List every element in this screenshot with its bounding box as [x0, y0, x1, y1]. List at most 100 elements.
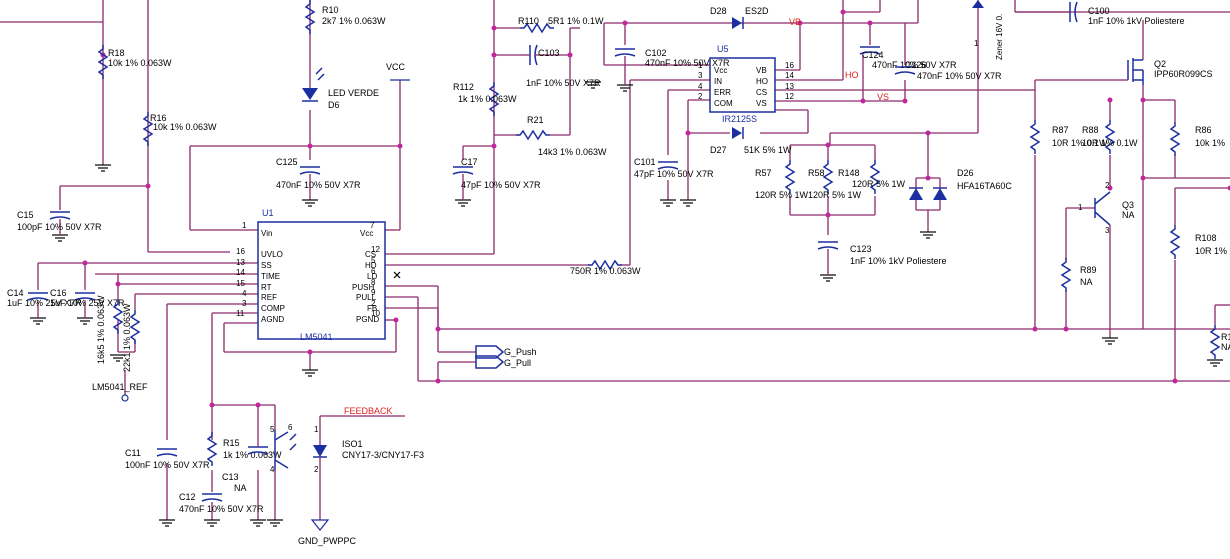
u5-pin-vb: VB: [756, 66, 767, 75]
resistor-r108[interactable]: R108 10R 1%: [1170, 224, 1227, 260]
r148-value: 120R 5% 1W: [852, 179, 906, 189]
c124-ref: C124: [862, 50, 884, 60]
capacitor-c14[interactable]: C14 1uF 10% 25V X7R: [7, 288, 82, 318]
resistor-r148[interactable]: R148 120R 5% 1W: [838, 159, 906, 195]
c125-value: 470nF 10% 50V X7R: [276, 180, 361, 190]
capacitor-c11[interactable]: C11 100nF 10% 50V X7R: [125, 448, 210, 470]
resistor-r1-partial[interactable]: R1 NA: [1210, 324, 1230, 360]
c17-ref: C17: [461, 157, 478, 167]
r88-ref: R88: [1082, 125, 1099, 135]
mosfet-q2[interactable]: Q2 IPP60R099CS: [1118, 58, 1213, 85]
q3-pin-1: 1: [1078, 203, 1083, 212]
lm-ref-test-point[interactable]: [121, 394, 129, 402]
port-g-pull[interactable]: G_Pull: [475, 355, 531, 369]
capacitor-c103[interactable]: C103 1nF 10% 50V X7R: [520, 44, 601, 88]
optocoupler-iso1[interactable]: 5 6 4 1 2 ISO1 CNY17-3/CNY17-F3: [270, 423, 424, 474]
c102-value: 470nF 10% 50V X7R: [645, 58, 730, 68]
q3-value: NA: [1122, 210, 1135, 220]
r21-ref: R21: [527, 115, 544, 125]
r1-value: NA: [1221, 342, 1230, 352]
ic-u5[interactable]: U5 IR2125S Vcc IN ERR COM VB HO CS VS 1 …: [698, 44, 794, 124]
led-d6[interactable]: LED VERDE D6: [302, 40, 379, 110]
net-vb: VB: [789, 17, 801, 27]
resistor-r23[interactable]: 750R 1% 0.063W: [570, 260, 641, 276]
u5-pin-in: IN: [714, 77, 722, 86]
net-feedback: FEEDBACK: [344, 406, 393, 416]
net-lm-ref: LM5041_REF: [92, 382, 148, 392]
r18-ref: R18: [108, 48, 125, 58]
resistor-r21[interactable]: R21 14k3 1% 0.063W: [515, 115, 607, 157]
diode-d26[interactable]: D26 HFA16TA60C: [909, 168, 1012, 210]
g-push-label: G_Push: [504, 347, 537, 357]
u5-num-14: 14: [785, 71, 794, 80]
resistor-r15[interactable]: R15 1k 1% 0.063W: [207, 431, 282, 467]
c102-ref: C102: [645, 48, 667, 58]
capacitor-c17[interactable]: C17 47pF 10% 50V X7R: [452, 157, 541, 200]
resistor-r112[interactable]: R112 1k 1% 0.063W: [453, 81, 517, 117]
capacitor-c12[interactable]: C12 470nF 10% 50V X7R: [179, 492, 264, 514]
r110-ref: R110: [518, 16, 539, 26]
diode-d28[interactable]: D28 ES2D: [710, 6, 769, 29]
d27-value: 51K 5% 1W: [744, 145, 792, 155]
diode-d27[interactable]: D27 51K 5% 1W: [710, 127, 792, 155]
c15-value: 100pF 10% 50V X7R: [17, 222, 102, 232]
resistor-r86[interactable]: R86 10k 1%: [1170, 121, 1225, 157]
nc-marker-b: [393, 271, 401, 279]
capacitor-c13[interactable]: C13 NA: [222, 432, 269, 493]
u1-pin-pgnd: PGND: [356, 315, 379, 324]
resistor-r10[interactable]: R10 2k7 1% 0.063W: [305, 0, 386, 35]
u1-pin-uvlo: UVLO: [261, 250, 283, 259]
q2-ref: Q2: [1154, 59, 1166, 69]
c15-ref: C15: [17, 210, 34, 220]
resistor-r88[interactable]: R88 10R 1% 0.1W: [1082, 119, 1138, 155]
resistor-r110[interactable]: R110 5R1 1% 0.1W: [518, 16, 604, 33]
u5-ref: U5: [717, 44, 729, 54]
u1-num-16: 16: [236, 247, 245, 256]
r87-value: 10R 1% 0.1W: [1052, 138, 1108, 148]
c16-ref: C16: [50, 288, 67, 298]
resistor-r16[interactable]: R16 10k 1% 0.063W: [143, 111, 217, 147]
resistor-r89[interactable]: R89 NA: [1061, 257, 1097, 293]
u1-num-6: 6: [371, 267, 376, 276]
u5-num-1: 1: [698, 61, 703, 70]
net-vcc: VCC: [386, 62, 406, 72]
u1-pin-push: PUSH: [352, 283, 374, 292]
resistor-r57[interactable]: R57 120R 5% 1W: [755, 159, 809, 200]
u5-num-12: 12: [785, 92, 794, 101]
capacitor-c124[interactable]: C124 470nF 10% 50V X7R: [859, 46, 957, 70]
capacitor-c100[interactable]: C100 1nF 10% 1kV Poliestere: [1015, 1, 1185, 26]
u1-num-14: 14: [236, 268, 245, 277]
d26-ref: D26: [957, 168, 974, 178]
r58-ref: R58: [808, 168, 825, 178]
c100-ref: C100: [1088, 6, 1110, 16]
capacitor-c126[interactable]: C126 470nF 10% 50V X7R: [894, 60, 1002, 81]
capacitor-c15[interactable]: C15 100pF 10% 50V X7R: [17, 210, 102, 235]
u1-num-10: 10: [371, 309, 380, 318]
resistor-r87[interactable]: R87 10R 1% 0.1W: [1030, 119, 1108, 155]
u1-num-12: 12: [371, 245, 380, 254]
iso1-ref: ISO1: [342, 439, 363, 449]
resistor-rt-right[interactable]: 22k1 1% 0.063W: [122, 303, 140, 372]
u1-pin-pull: PULL: [356, 293, 377, 302]
rt-left-value: 16k5 1% 0.063W: [96, 295, 106, 364]
iso1-pin-2: 2: [314, 465, 319, 474]
capacitor-c125[interactable]: C125 470nF 10% 50V X7R: [276, 157, 361, 190]
c14-ref: C14: [7, 288, 24, 298]
resistor-r58[interactable]: R58 120R 5% 1W: [808, 159, 862, 200]
net-ho: HO: [845, 70, 859, 80]
capacitor-c123[interactable]: C123 1nF 10% 1kV Poliestere: [817, 241, 947, 275]
zener-top[interactable]: Zener 16V 0. 1: [972, 0, 1004, 60]
capacitor-c16[interactable]: C16 1uF 10% 25V X7R: [50, 288, 125, 318]
r15-value: 1k 1% 0.063W: [223, 450, 282, 460]
resistor-r18[interactable]: R18 10k 1% 0.063W: [98, 44, 172, 80]
resistor-rt-left[interactable]: 16k5 1% 0.063W: [96, 295, 123, 364]
bjt-q3[interactable]: 1 2 3 Q3 NA: [1078, 181, 1135, 235]
r10-ref: R10: [322, 5, 339, 15]
capacitor-c101[interactable]: C101 47pF 10% 50V X7R: [634, 157, 714, 179]
capacitor-c102[interactable]: C102 470nF 10% 50V X7R: [614, 48, 730, 85]
u1-pin-ss: SS: [261, 261, 272, 270]
ic-u1[interactable]: U1 LM5041 Vin UVLO SS TIME RT REF COMP A…: [236, 208, 401, 342]
gnd-pwppc-symbol: [310, 519, 330, 531]
iso1-pin-5: 5: [270, 425, 275, 434]
r21-value: 14k3 1% 0.063W: [538, 147, 607, 157]
